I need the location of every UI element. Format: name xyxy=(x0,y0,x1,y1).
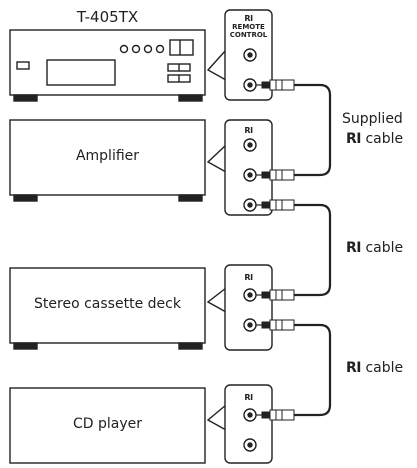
ri-cable-1 xyxy=(294,203,332,297)
cable-word: cable xyxy=(365,360,404,376)
jack-tuner-1 xyxy=(243,48,257,62)
supplied-label: Supplied xyxy=(342,111,403,127)
ri-logo: RI xyxy=(346,131,362,147)
tuner-panel-control: CONTROL xyxy=(229,31,268,39)
amplifier-label: Amplifier xyxy=(75,148,140,164)
supplied-cable-label: RI cable xyxy=(346,131,403,147)
tuner-panel-remote: REMOTE xyxy=(232,23,265,31)
jack-tuner-2 xyxy=(243,78,257,92)
tuner-model-label: T-405TX xyxy=(76,8,139,26)
cd-rear-panel xyxy=(224,384,273,464)
cassette-rear-panel xyxy=(224,264,273,351)
plug-deck-out xyxy=(261,319,295,331)
plug-tuner xyxy=(261,79,295,91)
tuner-unit xyxy=(9,29,206,102)
cable-word: cable xyxy=(365,240,404,256)
cd-panel-ri-logo: RI xyxy=(244,393,253,402)
jack-cd-2 xyxy=(243,438,257,452)
plug-amp-out xyxy=(261,199,295,211)
plug-deck-in xyxy=(261,289,295,301)
amplifier-unit xyxy=(9,119,206,202)
amplifier-panel-ri-logo: RI xyxy=(244,126,253,135)
tuner-panel-ri-logo: RI xyxy=(244,14,253,23)
plug-cd-in xyxy=(261,409,295,421)
ri-logo: RI xyxy=(346,360,362,376)
ri-cable-2 xyxy=(294,323,332,417)
plug-amp-in xyxy=(261,169,295,181)
cable-word: cable xyxy=(365,131,404,147)
ri-cable-label-2: RI cable xyxy=(346,360,403,376)
cassette-panel-ri-logo: RI xyxy=(244,273,253,282)
cd-unit xyxy=(9,387,206,464)
cd-label: CD player xyxy=(72,416,142,432)
cassette-unit xyxy=(9,267,206,350)
cassette-label: Stereo cassette deck xyxy=(34,296,181,312)
amplifier-rear-panel xyxy=(224,119,273,216)
jack-amp-1 xyxy=(243,138,257,152)
ri-cable-label-1: RI cable xyxy=(346,240,403,256)
ri-logo: RI xyxy=(346,240,362,256)
supplied-ri-cable xyxy=(294,83,332,177)
